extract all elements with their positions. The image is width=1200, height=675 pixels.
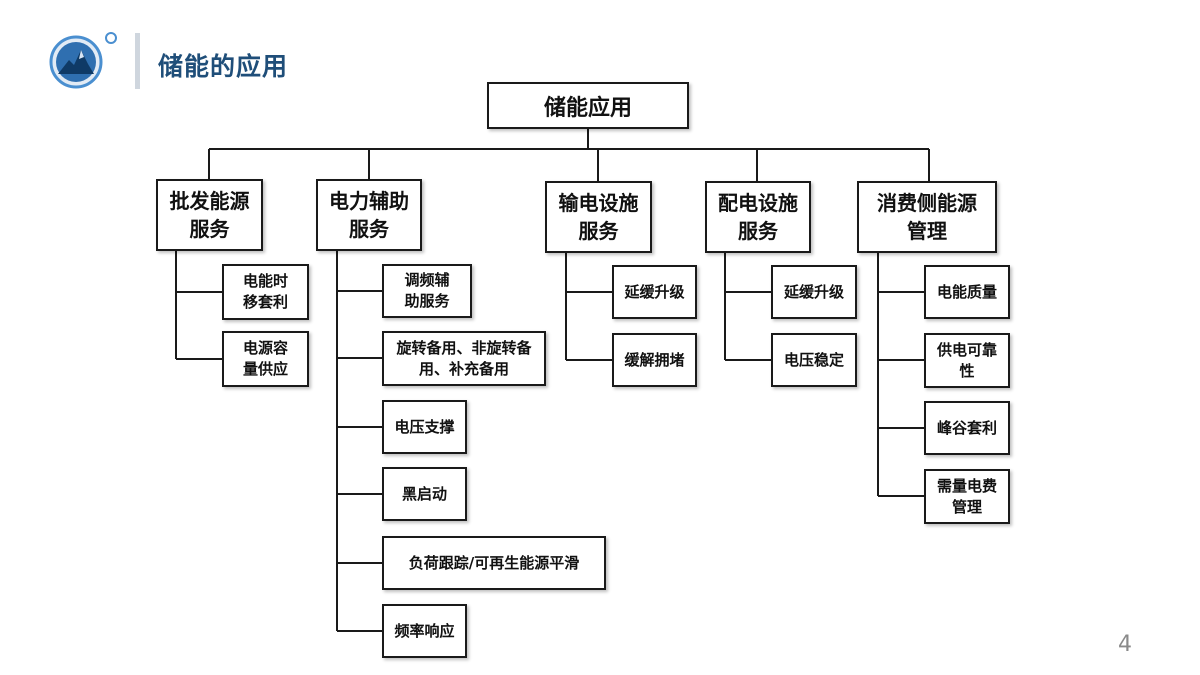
item-node: 延缓升级 bbox=[771, 265, 857, 319]
item-label: 电源容量供应 bbox=[242, 339, 288, 378]
item-label: 供电可靠性 bbox=[936, 340, 997, 380]
category-label: 电力辅助服务 bbox=[329, 189, 409, 241]
category-node: 消费侧能源管理 bbox=[857, 181, 997, 253]
item-label: 电压稳定 bbox=[783, 350, 844, 369]
item-label: 调频辅助服务 bbox=[404, 271, 450, 310]
item-node: 电压支撑 bbox=[382, 400, 467, 454]
item-label: 电压支撑 bbox=[394, 417, 455, 436]
page-number: 4 bbox=[1118, 632, 1132, 657]
category-label: 输电设施服务 bbox=[558, 191, 639, 243]
item-node: 频率响应 bbox=[382, 604, 467, 658]
item-label: 频率响应 bbox=[394, 621, 455, 640]
root-node: 储能应用 bbox=[487, 82, 689, 129]
item-label: 缓解拥堵 bbox=[624, 350, 685, 369]
item-node: 调频辅助服务 bbox=[382, 264, 472, 318]
item-node: 电能质量 bbox=[924, 265, 1010, 319]
item-node: 负荷跟踪/可再生能源平滑 bbox=[382, 536, 606, 590]
item-node: 电能时移套利 bbox=[222, 264, 309, 320]
title-divider bbox=[135, 33, 140, 89]
item-node: 电源容量供应 bbox=[222, 331, 309, 387]
category-label: 批发能源服务 bbox=[169, 189, 250, 241]
item-label: 电能质量 bbox=[936, 282, 997, 301]
item-label: 黑启动 bbox=[401, 484, 447, 503]
item-node: 电压稳定 bbox=[771, 333, 857, 387]
category-label: 配电设施服务 bbox=[718, 191, 798, 243]
item-node: 需量电费管理 bbox=[924, 469, 1010, 524]
item-label: 延缓升级 bbox=[624, 282, 685, 301]
item-node: 延缓升级 bbox=[612, 265, 697, 319]
category-node: 输电设施服务 bbox=[545, 181, 652, 253]
item-node: 峰谷套利 bbox=[924, 401, 1010, 455]
item-node: 黑启动 bbox=[382, 467, 467, 521]
item-label: 延缓升级 bbox=[783, 282, 844, 301]
item-label: 电能时移套利 bbox=[242, 272, 288, 311]
category-node: 配电设施服务 bbox=[705, 181, 811, 253]
root-label: 储能应用 bbox=[543, 95, 632, 121]
item-label: 峰谷套利 bbox=[936, 418, 997, 437]
mountain-logo-icon bbox=[49, 32, 117, 89]
category-label: 消费侧能源管理 bbox=[877, 191, 977, 243]
category-node: 电力辅助服务 bbox=[316, 179, 422, 251]
page-title: 储能的应用 bbox=[158, 52, 289, 81]
item-label: 旋转备用、非旋转备用、补充备用 bbox=[396, 338, 532, 378]
item-node: 旋转备用、非旋转备用、补充备用 bbox=[382, 331, 546, 386]
item-node: 供电可靠性 bbox=[924, 333, 1010, 388]
item-label: 负荷跟踪/可再生能源平滑 bbox=[408, 553, 580, 572]
item-label: 需量电费管理 bbox=[936, 476, 997, 516]
category-node: 批发能源服务 bbox=[156, 179, 263, 251]
item-node: 缓解拥堵 bbox=[612, 333, 697, 387]
